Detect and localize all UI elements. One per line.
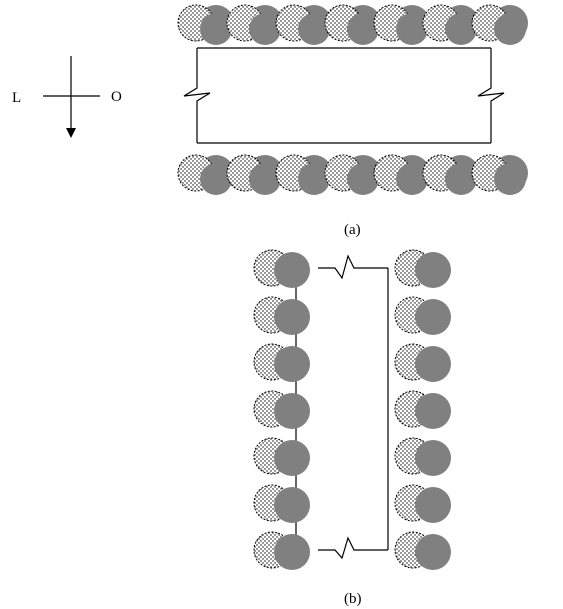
- gray-sphere: [415, 440, 451, 476]
- gray-sphere: [274, 534, 310, 570]
- gray-sphere: [396, 13, 428, 45]
- panel-a-caption: (a): [344, 222, 361, 238]
- axis-arrowhead: [66, 128, 76, 138]
- panel-a-top-row: [177, 4, 528, 45]
- gray-sphere: [274, 346, 310, 382]
- gray-sphere: [274, 487, 310, 523]
- gray-sphere: [415, 299, 451, 335]
- panel-b-top-spring: [318, 254, 388, 280]
- gray-sphere: [274, 440, 310, 476]
- gray-sphere: [445, 13, 477, 45]
- gray-sphere: [396, 163, 428, 195]
- gray-sphere: [415, 487, 451, 523]
- panel-b-bottom-spring: [318, 536, 388, 560]
- panel-b-left-column: [253, 249, 310, 570]
- panel-a-left-spring: [183, 48, 211, 143]
- gray-sphere: [415, 252, 451, 288]
- gray-sphere: [298, 13, 330, 45]
- gray-sphere: [274, 252, 310, 288]
- gray-sphere: [494, 163, 526, 195]
- gray-sphere: [347, 13, 379, 45]
- gray-sphere: [415, 534, 451, 570]
- panel-a-bottom-row: [177, 154, 528, 195]
- panel-b-caption: (b): [344, 591, 362, 607]
- gray-sphere: [415, 346, 451, 382]
- panel-a-chain: [183, 47, 505, 144]
- gray-sphere: [249, 163, 281, 195]
- gray-sphere: [274, 393, 310, 429]
- gray-sphere: [445, 163, 477, 195]
- orientation-axis: L O: [12, 56, 122, 138]
- gray-sphere: [347, 163, 379, 195]
- gray-sphere: [494, 13, 526, 45]
- gray-sphere: [200, 13, 232, 45]
- axis-right-label: O: [111, 89, 122, 105]
- gray-sphere: [415, 393, 451, 429]
- gray-sphere: [274, 299, 310, 335]
- gray-sphere: [298, 163, 330, 195]
- panel-b-chain: [295, 254, 389, 560]
- panel-a-right-spring: [477, 48, 505, 143]
- gray-sphere: [249, 13, 281, 45]
- axis-left-label: L: [12, 90, 21, 106]
- gray-sphere: [200, 163, 232, 195]
- panel-b-right-column: [394, 249, 451, 570]
